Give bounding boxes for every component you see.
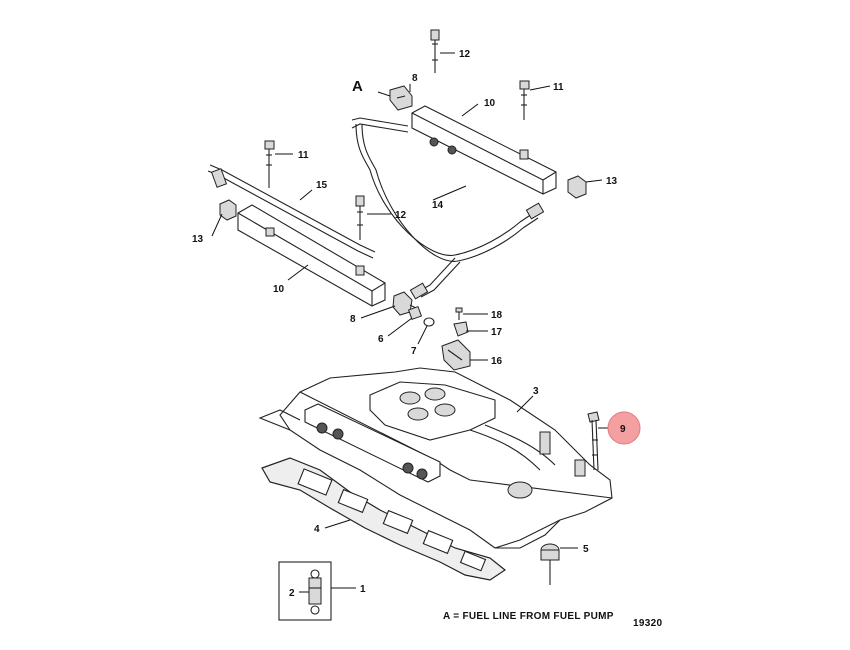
bracket-8-top [389,85,413,111]
callout-9: 9 [620,424,626,435]
callout-11-top: 11 [553,82,564,93]
callout-16: 16 [491,356,503,367]
callout-13-left: 13 [192,234,204,245]
figure-number: 19320 [633,618,662,629]
fitting-6 [407,305,423,321]
leader-lines [211,52,610,593]
diagram-caption: A = FUEL LINE FROM FUEL PUMP [443,611,614,622]
callout-4: 4 [314,524,320,535]
fuel-line-15 [207,164,376,259]
callout-2: 2 [289,588,295,599]
callout-12-top: 12 [459,49,471,60]
callout-13-right: 13 [606,176,618,187]
stud-12-top [430,29,440,73]
callout-labels: 12 8 A 11 10 11 13 15 14 12 13 10 18 8 1… [192,49,626,599]
oring-7 [423,317,435,327]
callout-7: 7 [411,346,417,357]
callout-12-left: 12 [395,210,407,221]
fuel-rail-right [411,105,557,195]
highlight-9 [607,411,641,445]
callout-8-top: 8 [412,73,418,84]
fuel-line-14 [351,117,545,300]
gasket-4 [261,457,507,581]
fuel-rail-left [237,204,386,307]
callout-15: 15 [316,180,328,191]
bolt-9 [587,411,600,471]
bolt-11-top [519,80,530,120]
callout-10-top: 10 [484,98,496,109]
clip-13-right [567,175,587,199]
callout-14: 14 [432,200,444,211]
callout-10-left: 10 [273,284,285,295]
callout-8-lower: 8 [350,314,356,325]
stud-12-left [355,195,365,240]
callout-1: 1 [360,584,366,595]
intake-manifold [258,367,613,549]
clip-13-left [219,199,237,221]
plug-5 [540,543,560,585]
sensor-16 [441,339,471,371]
callout-17: 17 [491,327,503,338]
callout-3: 3 [533,386,539,397]
callout-5: 5 [583,544,589,555]
callout-A: A [352,78,363,95]
bolt-11-left [264,140,275,188]
injector-kit [278,561,332,621]
callout-11-left: 11 [298,150,309,161]
clip-17 [453,321,469,337]
callout-6: 6 [378,334,384,345]
callout-18: 18 [491,310,503,321]
screw-18 [455,307,463,320]
